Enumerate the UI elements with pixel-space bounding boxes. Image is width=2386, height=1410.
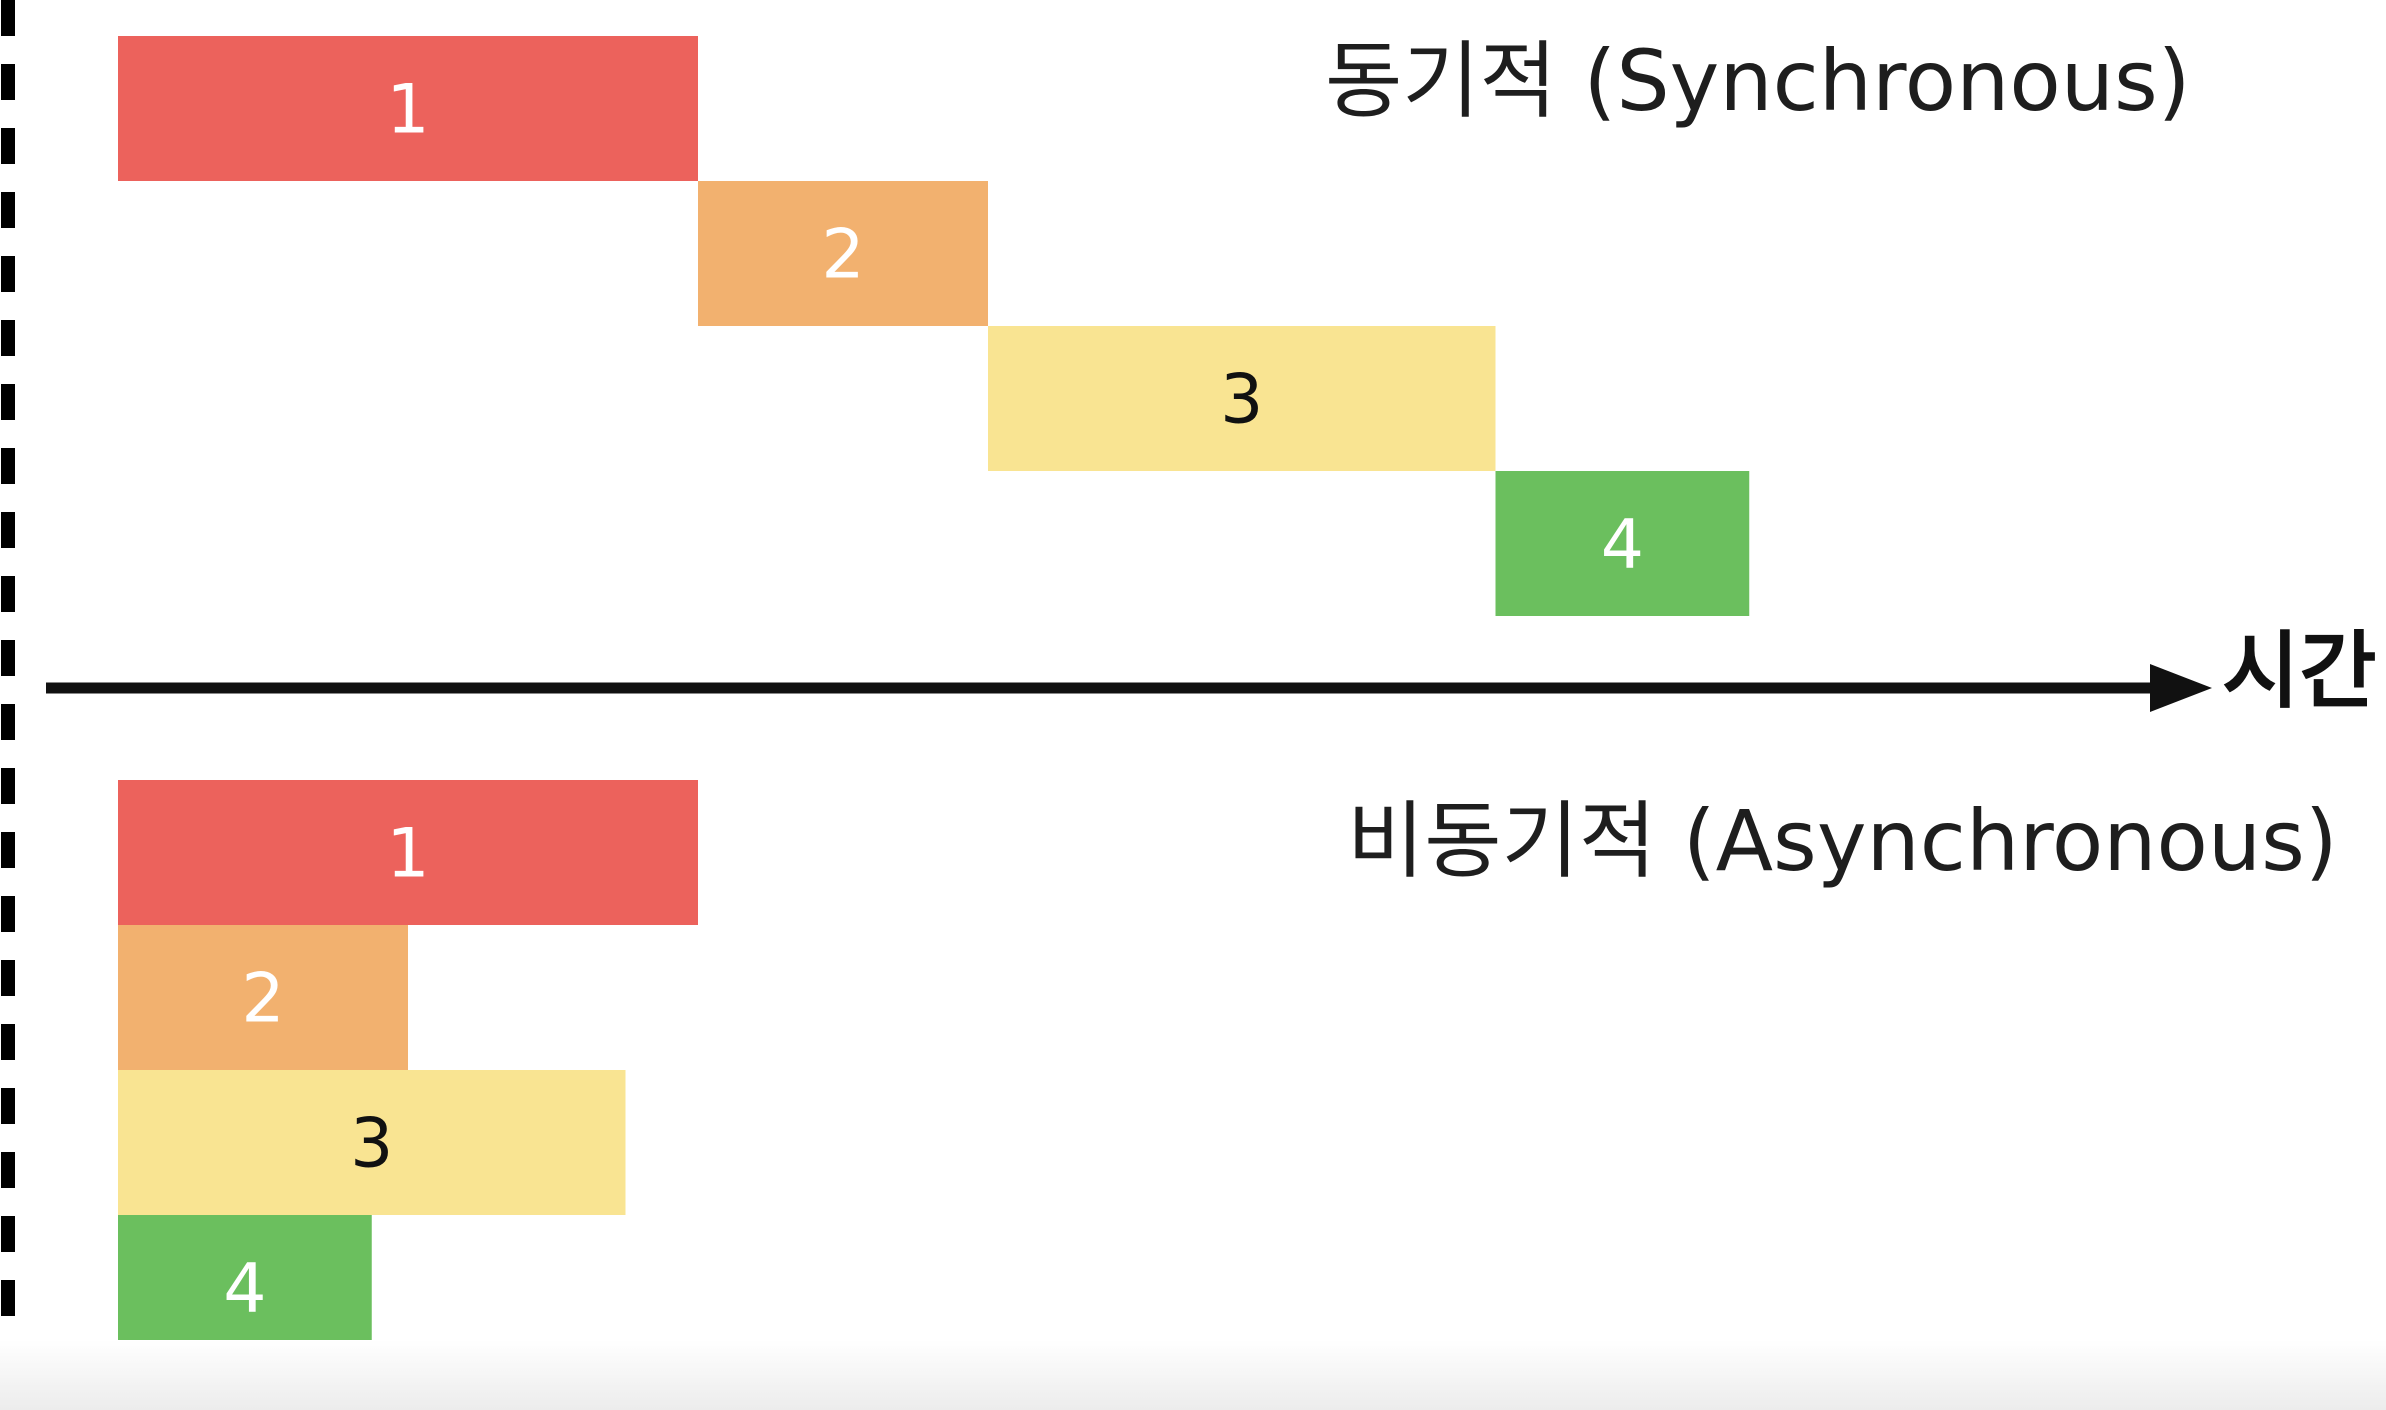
async-task-label-3: 3 (350, 1105, 393, 1184)
asynchronous-title: 비동기적 (Asynchronous) (1347, 792, 2338, 890)
async-task-bar-3 (118, 1070, 626, 1215)
sync-task-label-3: 3 (1220, 361, 1263, 440)
async-task-label-2: 2 (241, 960, 284, 1039)
async-task-block-3: 3 (118, 1070, 626, 1215)
async-task-bar-1 (118, 780, 698, 925)
sync-task-label-2: 2 (821, 216, 864, 295)
sync-task-block-3: 3 (988, 326, 1496, 471)
async-task-bar-2 (118, 925, 408, 1070)
synchronous-title: 동기적 (Synchronous) (1325, 32, 2191, 130)
synchronous-task-blocks: 1 2 3 4 (118, 36, 1750, 616)
sync-task-bar-3 (988, 326, 1496, 471)
time-axis-arrowhead (2150, 664, 2212, 712)
async-task-block-1: 1 (118, 780, 698, 925)
sync-task-block-4: 4 (1495, 471, 1750, 616)
asynchronous-task-blocks: 1 23 4 (118, 780, 698, 1360)
sync-task-bar-4 (1495, 471, 1750, 616)
async-task-label-4: 4 (223, 1250, 266, 1329)
sync-task-bar-2 (698, 181, 988, 326)
async-task-block-2: 2 (118, 925, 408, 1070)
bottom-fade (0, 1340, 2386, 1410)
time-axis-label: 시간 (2222, 622, 2377, 720)
async-task-bar-4 (118, 1215, 372, 1360)
sync-task-block-2: 2 (698, 181, 988, 326)
sync-task-block-1: 1 (118, 36, 698, 181)
async-task-block-4: 4 (118, 1215, 372, 1360)
sync-task-label-4: 4 (1601, 506, 1644, 585)
sync-task-bar-1 (118, 36, 698, 181)
async-task-label-1: 1 (386, 815, 429, 894)
sync-task-label-1: 1 (386, 71, 429, 150)
